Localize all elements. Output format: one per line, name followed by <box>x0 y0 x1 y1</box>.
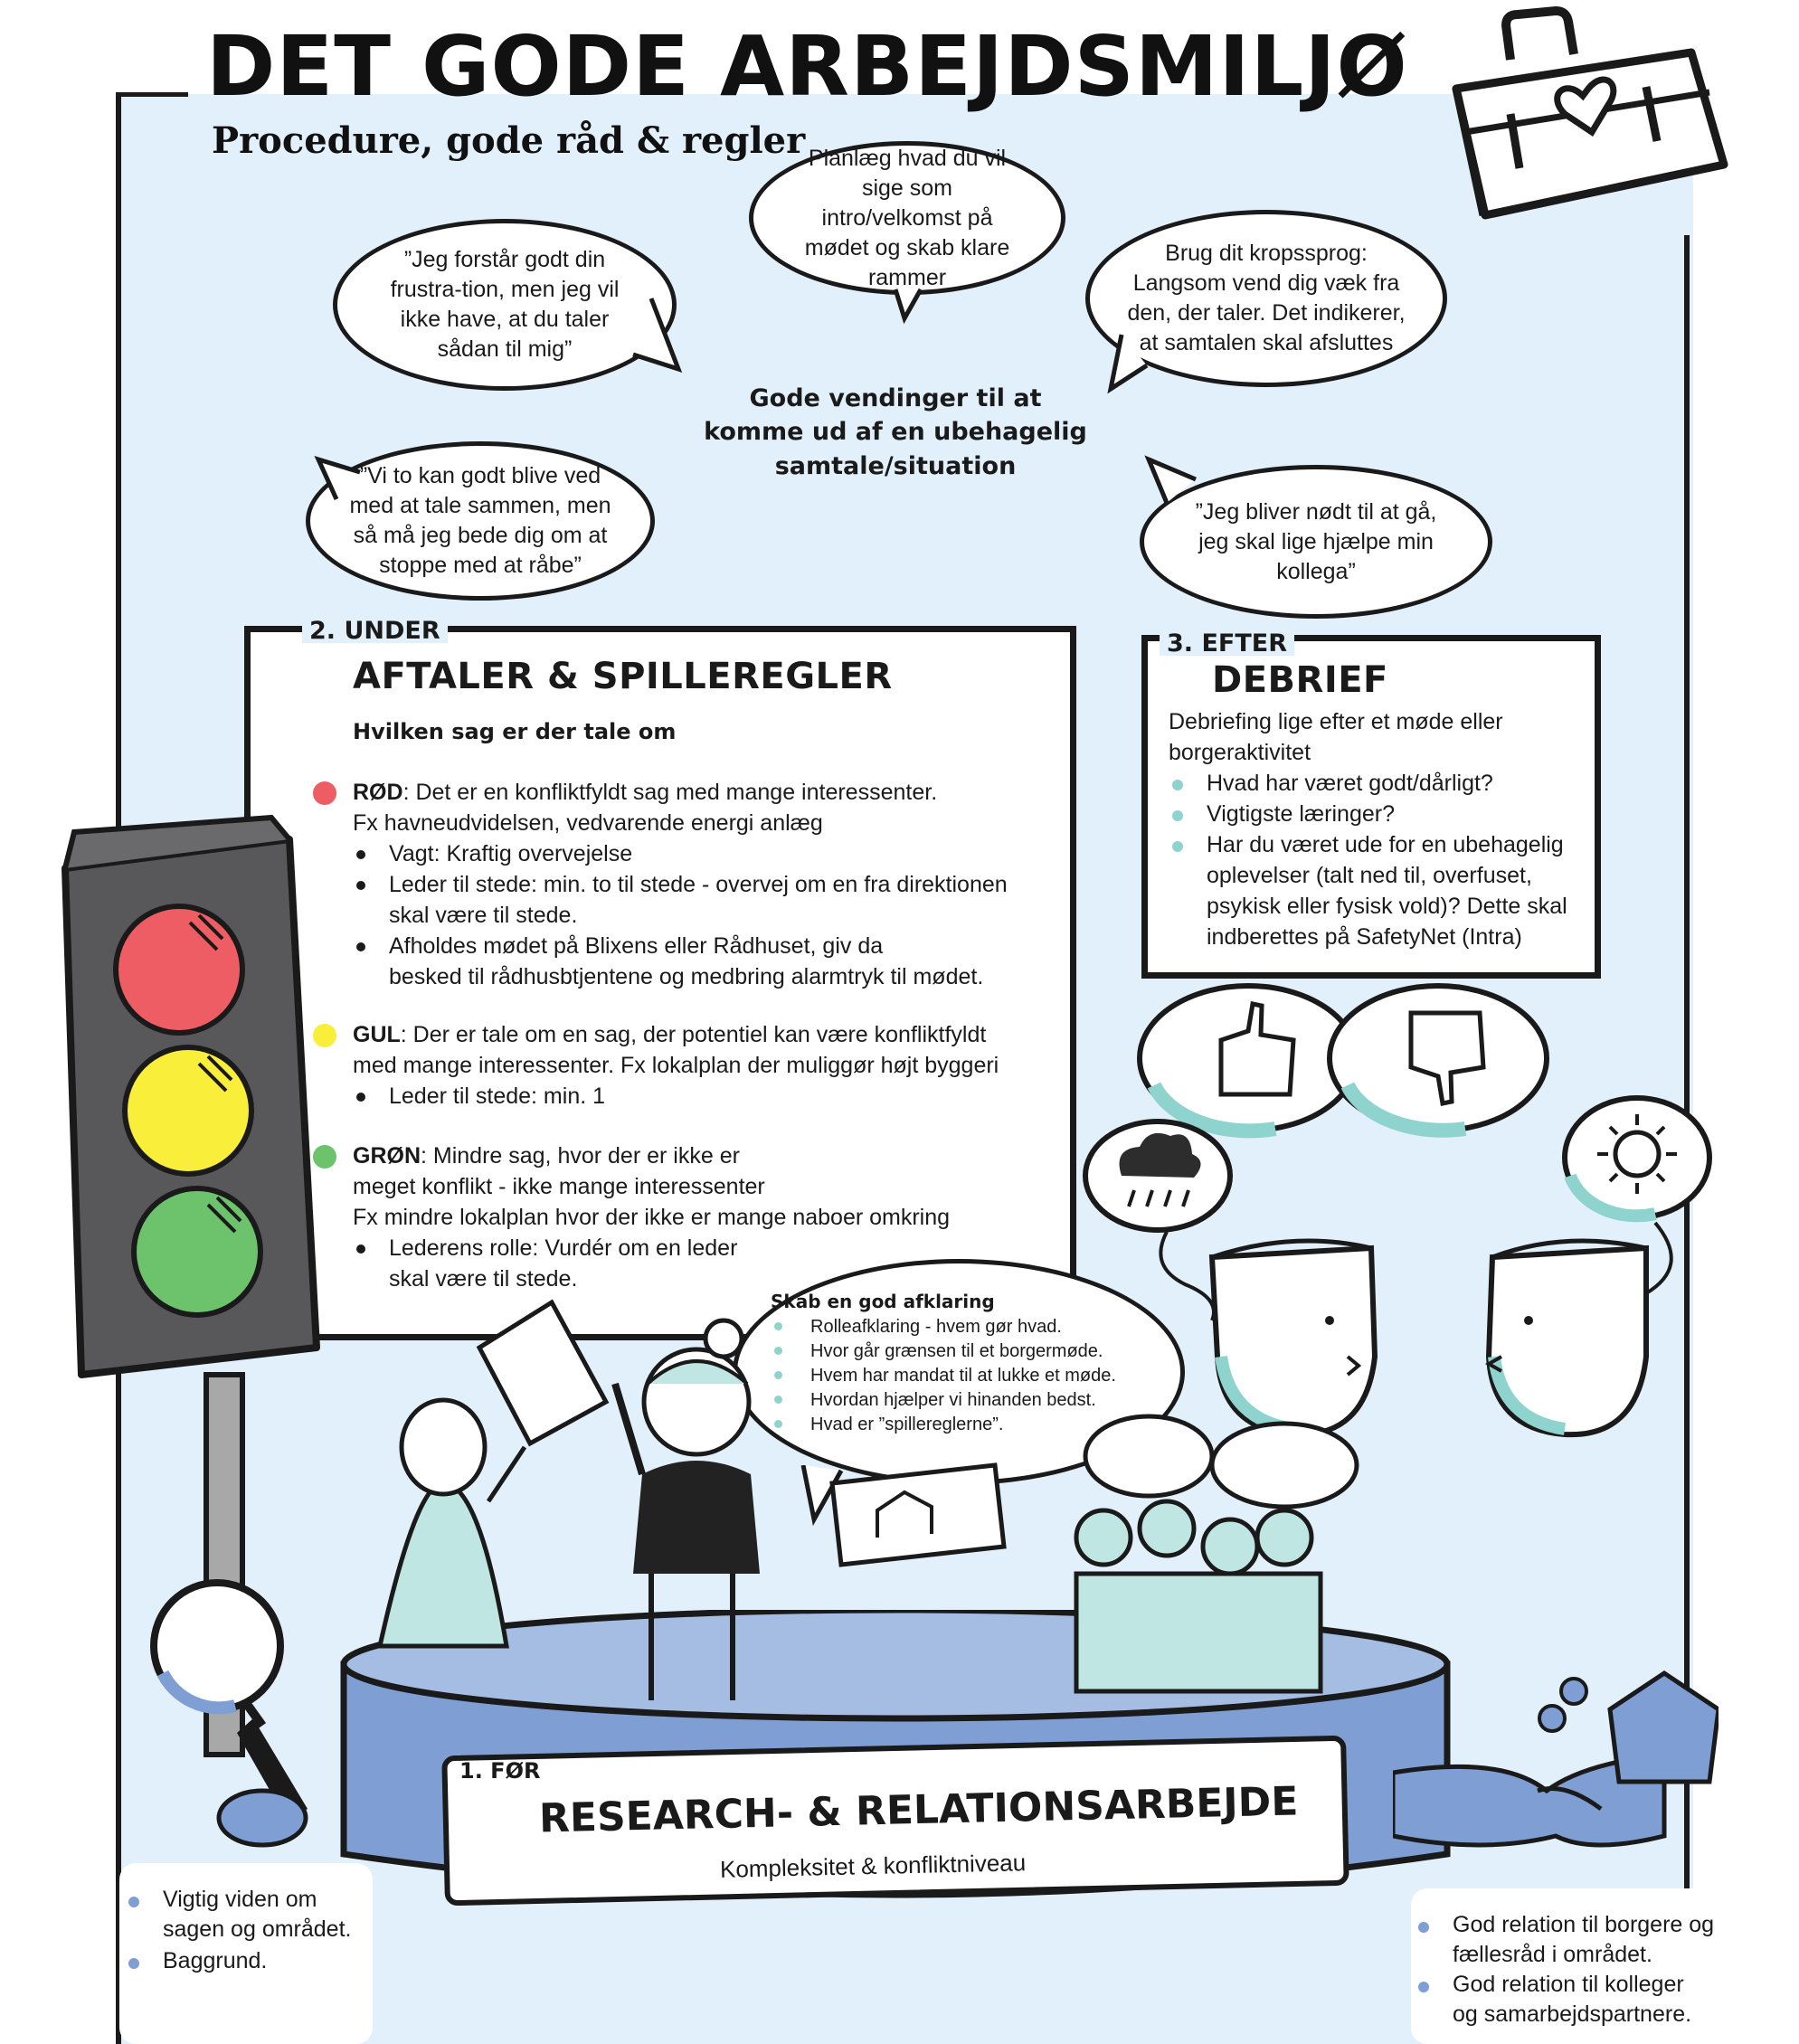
person-presenter <box>611 1318 760 1700</box>
green-text-3: Fx mindre lokalplan hvor der ikke er man… <box>353 1205 951 1230</box>
yellow-text-2: med mange interessenter. Fx lokalplan de… <box>353 1053 999 1078</box>
bubble-body-language: Brug dit kropssprog: Langsom vend dig væ… <box>1085 210 1447 387</box>
bubble-must-leave: ”Jeg bliver nødt til at gå, jeg skal lig… <box>1140 465 1492 619</box>
red-bullet-2a: Leder til stede: min. to til stede - ove… <box>389 872 1008 897</box>
clarify-item-3: Hvem har mandat til at lukke et møde. <box>810 1366 1116 1386</box>
after-bullet-3d: indberettes på SafetyNet (Intra) <box>1207 924 1522 950</box>
after-title-text: DEBRIEF <box>1207 659 1394 704</box>
bubble-understand-frustration: ”Jeg forstår godt din frustra-tion, men … <box>333 219 677 391</box>
red-example: Fx havneudvidelsen, vedvarende energi an… <box>353 810 823 836</box>
bubble-tails <box>314 288 1197 504</box>
under-question: Hvilken sag er der tale om <box>353 719 677 744</box>
after-title: DEBRIEF <box>1207 659 1394 704</box>
house-sign <box>829 1462 1007 1567</box>
clarify-dot-4 <box>774 1396 782 1404</box>
red-status-dot <box>313 781 336 805</box>
before-left-item-1: Vigtig viden om sagen og området. <box>163 1887 352 1943</box>
red-bullet-2b: skal være til stede. <box>389 903 578 928</box>
green-text: : Mindre sag, hvor der er ikke er <box>421 1143 740 1169</box>
head-right-icon <box>1484 1238 1649 1438</box>
clarify-item-1: Rolleafklaring - hvem gør hvad. <box>810 1317 1062 1337</box>
after-intro-1: Debriefing lige efter et møde eller <box>1169 709 1503 734</box>
page-subtitle: Procedure, gode råd & regler <box>212 119 806 162</box>
red-label: RØD <box>353 780 403 805</box>
after-bullet-1: Hvad har været godt/dårligt? <box>1207 771 1493 796</box>
person-holding-paper <box>376 1299 610 1649</box>
red-case-line: RØD: Det er en konfliktfyldt sag med man… <box>353 778 937 808</box>
group-of-citizens <box>1074 1499 1323 1694</box>
bubble-stop-shouting: ”Vi to kan godt blive ved med at tale sa… <box>306 441 655 601</box>
under-title: AFTALER & SPILLEREGLER <box>347 656 898 700</box>
before-right-item-2: God relation til kolleger og samarbejdsp… <box>1453 1972 1692 2028</box>
thumbs-down-icon <box>1408 1010 1486 1106</box>
bullet-red-1 <box>356 850 365 859</box>
after-panel <box>1141 635 1601 979</box>
red-bullet-1: Vagt: Kraftig overvejelse <box>389 841 633 866</box>
traffic-light-icon <box>62 814 320 1757</box>
frame-top-line <box>116 92 188 97</box>
after-bullet-3b: oplevelser (talt ned til, overfuset, <box>1207 863 1532 888</box>
bullet-red-2 <box>356 881 365 890</box>
clarify-dot-5 <box>774 1420 782 1428</box>
handshake-icon <box>1393 1670 1719 1848</box>
red-text: : Det er en konfliktfyldt sag med mange … <box>402 780 938 805</box>
after-intro-2: borgeraktivitet <box>1169 740 1311 765</box>
debrief-illustration <box>1083 983 1712 1438</box>
rain-cloud-icon <box>1119 1132 1201 1207</box>
before-tag: 1. FØR <box>459 1758 541 1784</box>
after-bullet-dot-3 <box>1172 841 1183 852</box>
yellow-case-line: GUL: Der er tale om en sag, der potentie… <box>353 1020 986 1050</box>
bullet-red-3 <box>356 942 365 951</box>
before-left-item-2: Baggrund. <box>163 1948 268 1973</box>
green-bullet-1b: skal være til stede. <box>389 1266 578 1292</box>
clarify-item-2: Hvor går grænsen til et borgermøde. <box>810 1341 1103 1361</box>
before-right-dot-1 <box>1418 1922 1429 1933</box>
sun-icon <box>1597 1114 1677 1194</box>
green-case-line: GRØN: Mindre sag, hvor der er ikke er <box>353 1141 740 1171</box>
under-panel <box>244 626 1076 1340</box>
yellow-text: : Der er tale om en sag, der potentiel k… <box>400 1022 987 1047</box>
bullet-yellow-1 <box>356 1093 365 1102</box>
before-right-item-1: God relation til borgere og fællesråd i … <box>1453 1912 1715 1968</box>
before-right-dot-2 <box>1418 1982 1429 1992</box>
before-right-box <box>1411 1888 1719 2044</box>
before-left-dot-1 <box>128 1897 139 1907</box>
green-text-2: meget konflikt - ikke mange interessente… <box>353 1174 765 1199</box>
clarify-item-4: Hvordan hjælper vi hinanden bedst. <box>810 1390 1096 1410</box>
people-illustration <box>376 1299 1359 1700</box>
phrases-heading: Gode vendinger til at komme ud af en ube… <box>704 384 1087 480</box>
after-tag: 3. EFTER <box>1160 631 1294 656</box>
clarify-dot-3 <box>774 1371 782 1379</box>
after-bullet-dot-1 <box>1172 780 1183 790</box>
yellow-label: GUL <box>353 1022 401 1047</box>
after-bullet-2: Vigtigste læringer? <box>1207 801 1395 827</box>
after-bullet-3a: Har du været ude for en ubehagelig <box>1207 832 1564 857</box>
clarify-dot-1 <box>774 1322 782 1330</box>
thumbs-up-icon <box>1218 1001 1296 1097</box>
bullet-green-1 <box>356 1244 365 1254</box>
clarify-title: Skab en god afklaring <box>771 1291 995 1312</box>
clarify-dot-2 <box>774 1347 782 1355</box>
yellow-bullet-1: Leder til stede: min. 1 <box>389 1084 606 1109</box>
red-bullet-3a: Afholdes mødet på Blixens eller Rådhuset… <box>389 933 884 959</box>
green-bullet-1a: Lederens rolle: Vurdér om en leder <box>389 1235 738 1261</box>
under-tag: 2. UNDER <box>302 619 448 643</box>
yellow-status-dot <box>313 1024 336 1047</box>
clarify-item-5: Hvad er ”spillereglerne”. <box>810 1415 1004 1434</box>
after-bullet-dot-2 <box>1172 810 1183 821</box>
page-title: DET GODE ARBEJDSMILJØ <box>206 18 1408 115</box>
under-title-text: AFTALER & SPILLEREGLER <box>347 656 898 700</box>
after-bullet-3c: psykisk eller fysisk vold)? Dette skal <box>1207 894 1567 919</box>
bubble-plan-intro: Planlæg hvad du vil sige som intro/velko… <box>749 141 1065 295</box>
magnifier-icon <box>150 1579 308 1848</box>
before-left-dot-2 <box>128 1958 139 1969</box>
before-left-box <box>119 1863 373 2044</box>
green-status-dot <box>313 1145 336 1169</box>
green-label: GRØN <box>353 1143 421 1169</box>
first-aid-briefcase-icon <box>1452 5 1728 220</box>
red-bullet-3b: besked til rådhusbtjentene og medbring a… <box>389 964 984 989</box>
